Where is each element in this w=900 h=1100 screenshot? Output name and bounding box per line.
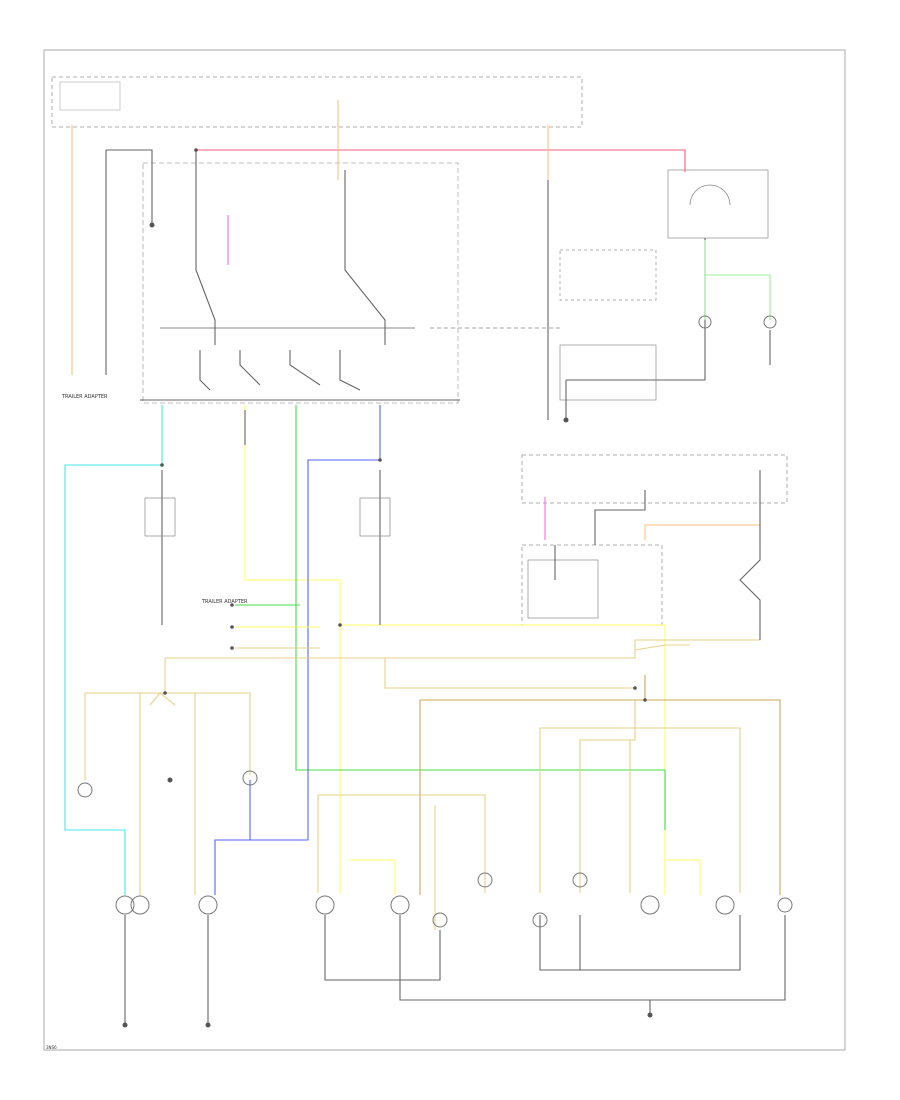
wire-yellow-stop (244, 405, 341, 893)
wire-black-indicators (566, 238, 706, 381)
splice-b (163, 691, 167, 695)
lamp-left-tail (315, 895, 335, 915)
wire-tan-f4 (149, 692, 176, 706)
splice-dots (160, 148, 647, 702)
wire-orange-right (644, 524, 761, 545)
wire-tan-rear2 (539, 727, 741, 893)
wire-black-3 (106, 149, 153, 225)
wire-cyan-left-turn (64, 405, 163, 895)
headlight-switch-box (521, 544, 663, 626)
splice-c (633, 686, 637, 690)
wire-tan-rightbus (634, 644, 690, 651)
ground-rear (647, 1012, 653, 1018)
hazard-turn-switch-box (142, 162, 459, 404)
wire-black-switch-d (339, 350, 361, 391)
wire-yellow-sub2 (665, 859, 701, 895)
wire-yellow-sub (350, 859, 396, 895)
wire-tan-right (384, 658, 635, 689)
lamp-license (477, 872, 493, 888)
lamp-right-tail-2 (715, 895, 735, 915)
wire-lightgreen-1 (705, 274, 771, 320)
wire-green (295, 405, 666, 830)
wire-black-switch-b (239, 350, 261, 386)
connectors (59, 81, 391, 537)
splice-g (338, 623, 342, 627)
lamp-right-side (572, 872, 588, 888)
lamp-right-repeater (242, 770, 258, 786)
wire-yellow-right (340, 624, 666, 895)
splice-d (643, 698, 647, 702)
wire-tan-toswitch (635, 630, 761, 641)
lamp-right-front-park (198, 895, 218, 915)
wire-gnd-rear6 (580, 915, 741, 971)
lamp-right-marker-rear (532, 912, 548, 928)
wire-hs-black2 (594, 490, 646, 545)
trailer-adapter-label-2: TRAILER ADAPTER (201, 599, 248, 605)
panel-dimmer-box (527, 559, 599, 619)
wire-gnd-rear3 (539, 915, 581, 971)
turn-indicator-gauge (689, 184, 731, 206)
trailer-adapter-label: TRAILER ADAPTER (61, 394, 108, 400)
footer-code: 3NS6 (46, 1045, 57, 1050)
wire-black-1 (195, 150, 216, 345)
lamp-left-repeater (77, 782, 93, 798)
connector-right-turn (359, 497, 391, 537)
wire-black-switch-c (289, 350, 321, 386)
ground-center (167, 777, 173, 783)
lamp-license-2 (777, 897, 793, 913)
wire-blue (214, 405, 381, 895)
lamp-left-marker-rear (432, 912, 448, 928)
flasher-box (559, 249, 657, 301)
lamp-right-indicator (763, 315, 777, 329)
splice-h (230, 603, 234, 607)
lamp-left-front-park (115, 895, 135, 915)
wire-tan-bus (165, 640, 636, 659)
wire-gnd-rear (324, 915, 441, 981)
lamp-left-tail-2 (390, 895, 410, 915)
brake-switch-box (559, 344, 657, 401)
splice-i (230, 625, 234, 629)
ground-right-front (205, 1022, 211, 1028)
splice-f (378, 458, 382, 462)
wire-tan-front (85, 692, 251, 775)
lamp-left-indicator (698, 315, 712, 329)
ground-left-front (122, 1022, 128, 1028)
wire-hs-black (739, 470, 761, 640)
wire-gnd-rear4 (399, 980, 651, 1015)
wire-black-switch-a (199, 350, 211, 391)
fuse-block-top (51, 76, 583, 128)
splice-e (160, 463, 164, 467)
wire-tan-rear3 (579, 700, 636, 893)
ground-points (122, 222, 653, 1028)
ground-brake (563, 417, 569, 423)
wire-red-power (196, 149, 686, 172)
turn-indicator-box (667, 169, 769, 239)
ground-trailer (149, 222, 155, 228)
wire-gnd-rear5 (650, 915, 786, 1001)
splice-j (230, 646, 234, 650)
lamp-group (77, 315, 793, 928)
connector-instrument (59, 81, 121, 111)
splice-a (194, 148, 198, 152)
wire-tan-rear1 (317, 794, 486, 893)
wire-black-2 (344, 170, 386, 345)
diagram-frame (43, 49, 846, 1051)
lamp-left-front-marker (130, 895, 150, 915)
lamp-right-tail (640, 895, 660, 915)
connector-left-turn (144, 497, 176, 537)
fuse-block-right (521, 454, 788, 504)
wire-tan-dk3 (645, 699, 781, 895)
